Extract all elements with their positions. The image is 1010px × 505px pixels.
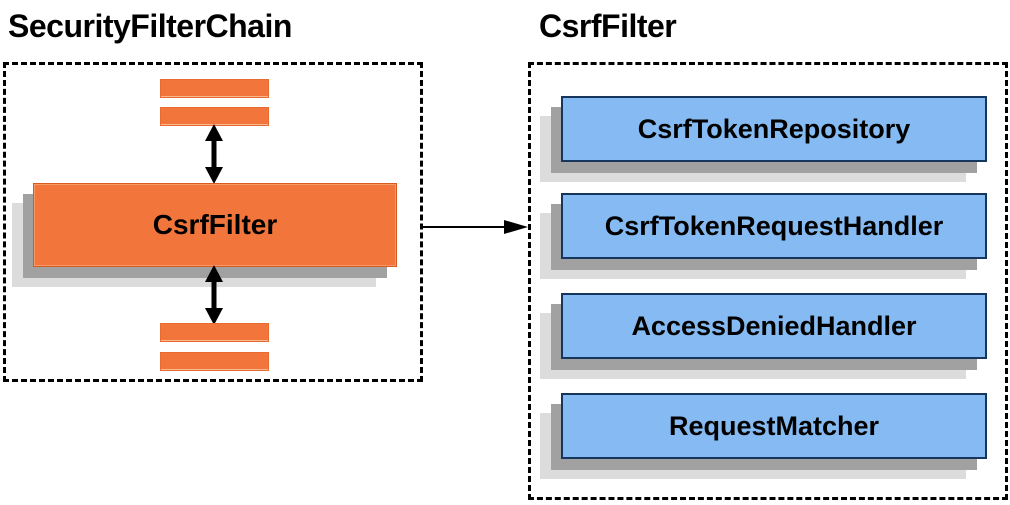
component-box-csrf-token-repository: CsrfTokenRepository [561, 96, 987, 162]
component-label: AccessDeniedHandler [631, 310, 917, 341]
csrf-filter-components-container [528, 62, 1008, 500]
security-filter-chain-container [3, 62, 423, 382]
csrf-filter-box-label: CsrfFilter [152, 209, 278, 240]
component-label: CsrfTokenRepository [637, 113, 911, 144]
filter-bar [160, 352, 269, 371]
component-label: RequestMatcher [668, 410, 880, 441]
component-box-request-matcher: RequestMatcher [561, 393, 987, 459]
csrf-filter-box: CsrfFilter [33, 183, 397, 267]
filter-bar [160, 323, 269, 342]
left-panel-title: SecurityFilterChain [8, 8, 292, 44]
bidirectional-arrow-icon [203, 124, 225, 184]
component-box-access-denied-handler: AccessDeniedHandler [561, 293, 987, 359]
component-label: CsrfTokenRequestHandler [604, 210, 944, 241]
filter-bar [160, 79, 269, 98]
right-arrow-icon [422, 217, 528, 237]
component-box-csrf-token-request-handler: CsrfTokenRequestHandler [561, 193, 987, 259]
bidirectional-arrow-icon [203, 265, 225, 325]
right-panel-title: CsrfFilter [539, 8, 677, 44]
